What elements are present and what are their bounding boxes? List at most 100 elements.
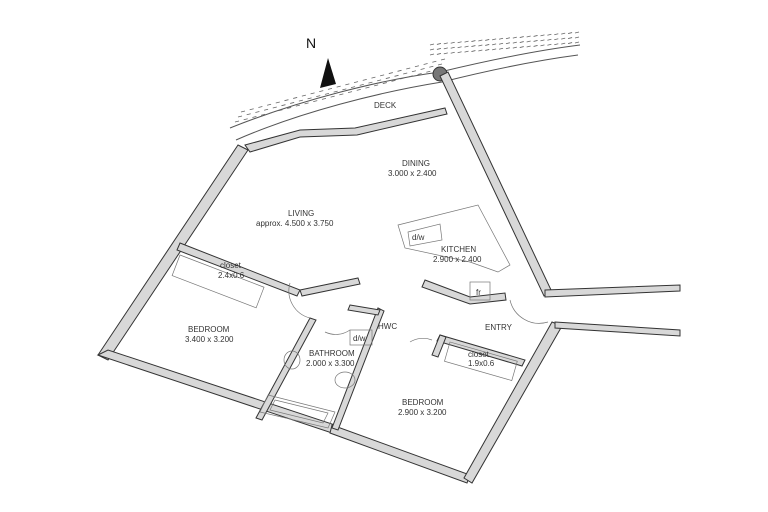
deck-hatch-mark [471, 40, 476, 42]
deck-hatch-mark [547, 43, 552, 46]
deck-hatch-mark [347, 91, 353, 93]
deck-hatch-mark [547, 33, 552, 36]
deck-hatch-mark [333, 90, 338, 93]
room-labels: DECK DINING 3.000 x 2.400 LIVING approx.… [185, 101, 513, 417]
deck-hatch-mark [391, 79, 396, 82]
deck-hatch-mark [382, 82, 387, 84]
deck-hatch-mark [284, 99, 289, 102]
deck-hatch-mark [385, 77, 390, 79]
deck-hatch-mark [301, 94, 306, 97]
deck-hatch-mark [432, 60, 437, 63]
deck-hatch-mark [498, 37, 504, 40]
deck-hatch-mark [512, 46, 517, 49]
deck-hatch-mark [423, 63, 428, 65]
deck-hatch-mark [237, 115, 243, 118]
deck-hatch-mark [368, 81, 373, 84]
deck-hatch-mark [450, 41, 455, 44]
deck-hatch-mark [443, 52, 448, 55]
deck-hatch-mark [417, 73, 422, 75]
deck-hatch-mark [345, 83, 350, 86]
deck-hatch-mark [316, 95, 321, 98]
deck-hatch-mark [246, 113, 251, 116]
deck-hatch-mark [457, 51, 462, 54]
deck-hatch-mark [420, 68, 425, 70]
deck-hatch-mark [394, 74, 399, 77]
deck-hatch-mark [464, 45, 469, 48]
deck-label: DECK [374, 101, 397, 110]
deck-hatch-mark [298, 99, 303, 102]
deck-hatch-mark [512, 41, 517, 44]
deck-hatch-mark [485, 44, 490, 46]
deck-hatch-mark [266, 103, 272, 106]
deck-hatch-mark [436, 48, 442, 50]
deck-hatch-mark [464, 50, 469, 53]
deck-hatch-mark [526, 35, 531, 38]
deck-hatch-mark [561, 37, 566, 40]
deck-hatch-mark [505, 47, 511, 50]
deck-hatch-mark [519, 36, 524, 38]
washer-label: d/w [353, 334, 366, 343]
deck-hatch-mark [533, 40, 538, 42]
deck-hatch-mark [554, 38, 559, 41]
deck-hatch-mark [457, 46, 462, 49]
deck-hatch-mark [313, 100, 318, 103]
bedroom-size: 2.900 x 3.200 [398, 408, 447, 417]
deck-hatch-mark [380, 74, 385, 77]
deck-hatch-mark [336, 85, 341, 88]
north-label: N [306, 35, 316, 51]
deck-hatch-mark [561, 42, 566, 45]
deck-hatch-mark [426, 70, 431, 73]
deck-hatch-mark [414, 65, 420, 68]
deck-hatch-mark [397, 69, 402, 72]
deck-hatch-mark [374, 84, 379, 87]
deck-hatch-mark [567, 32, 573, 34]
north-arrow-icon [320, 58, 336, 88]
deck-hatch-mark [330, 95, 335, 98]
deck-hatch-mark [406, 67, 411, 70]
deck-hatch-mark [440, 58, 446, 61]
deck-hatch-mark [281, 104, 286, 107]
deck-hatch-mark [561, 32, 566, 35]
deck-hatch-mark [478, 49, 483, 52]
deck-hatch-mark [574, 41, 580, 44]
deck-hatch-mark [377, 79, 382, 82]
deck-hatch-mark [411, 70, 417, 73]
deck-hatch-mark [319, 90, 324, 93]
deck-hatch-mark [567, 37, 573, 39]
closet-label: closet [468, 350, 490, 359]
bedroom-label: BEDROOM [188, 325, 230, 334]
deck-hatch-mark [356, 88, 361, 91]
deck-hatch-mark [436, 53, 442, 55]
dishwasher-label: d/w [412, 233, 425, 242]
deck-hatch-mark [252, 116, 257, 118]
deck-hatch-mark [429, 65, 434, 68]
deck-hatch-mark [327, 88, 333, 90]
deck-hatch-mark [436, 43, 442, 45]
fridge-label: fr [476, 288, 481, 297]
deck-hatch-mark [388, 72, 393, 74]
kitchen-label: KITCHEN [441, 245, 476, 254]
living-label: LIVING [288, 209, 314, 218]
living-size: approx. 4.500 x 3.750 [256, 219, 334, 228]
walls [96, 71, 681, 484]
deck-hatch-mark [505, 37, 511, 40]
kitchen-size: 2.900 x 2.400 [433, 255, 482, 264]
deck-hatch-mark [249, 108, 254, 111]
deck-hatch-mark [492, 48, 497, 51]
deck-hatch-mark [307, 97, 312, 100]
deck-hatch-mark [350, 86, 356, 88]
deck-hatch-mark [353, 81, 359, 83]
bedroom-size: 3.400 x 3.200 [185, 335, 234, 344]
closet-size: 1.9x0.6 [468, 359, 495, 368]
deck-hatch-mark [512, 36, 517, 39]
deck-hatch-mark [240, 110, 246, 113]
deck-hatch-mark [408, 75, 414, 78]
deck-hatch-mark [275, 101, 280, 104]
dining-size: 3.000 x 2.400 [388, 169, 437, 178]
deck-hatch-mark [359, 83, 364, 86]
deck-hatch-mark [272, 106, 277, 109]
deck-hatch-mark [429, 48, 435, 51]
closet-size: 2.4x0.6 [218, 271, 245, 280]
deck-hatch-mark [526, 45, 531, 48]
deck-hatch-mark [540, 39, 545, 42]
